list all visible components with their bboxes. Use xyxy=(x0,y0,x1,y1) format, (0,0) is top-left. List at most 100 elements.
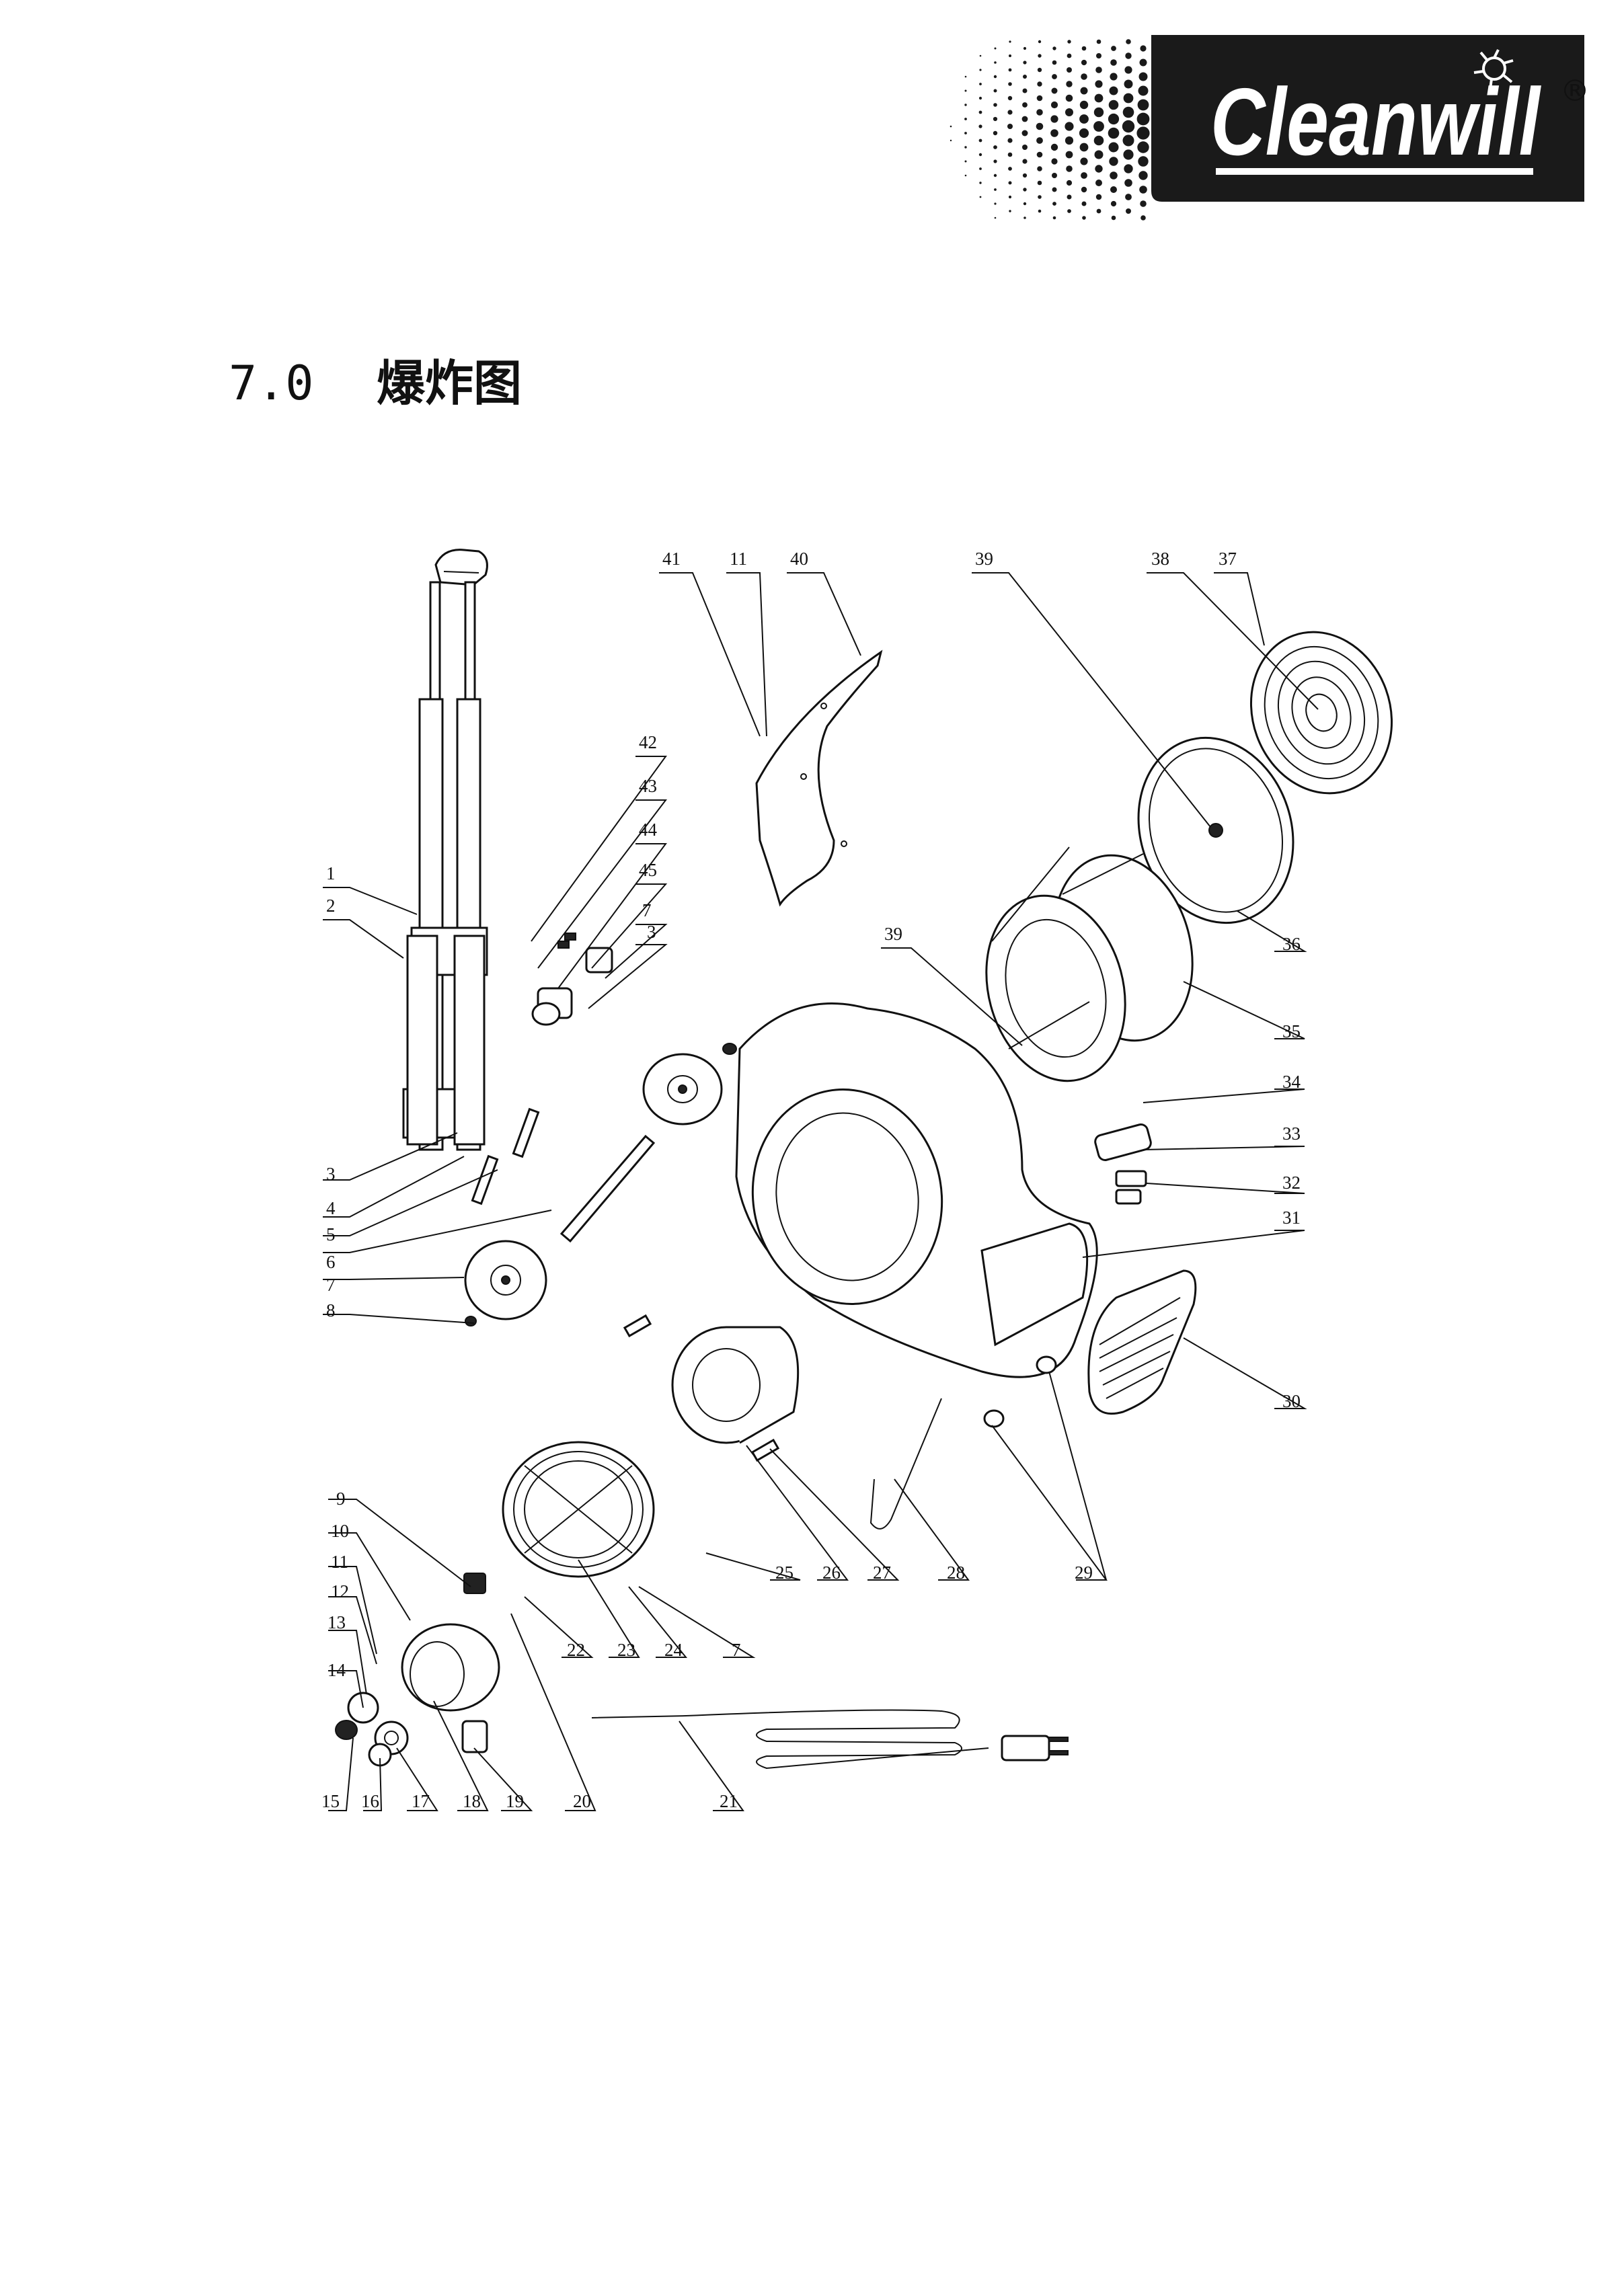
halftone-dot xyxy=(1009,210,1011,212)
callout-38: 38 xyxy=(1151,549,1169,569)
halftone-dot xyxy=(1110,59,1117,66)
halftone-dot xyxy=(1108,113,1120,125)
halftone-dot xyxy=(1038,209,1042,213)
callout-7: 7 xyxy=(642,900,652,920)
callout-39: 39 xyxy=(884,924,902,944)
halftone-dot xyxy=(964,174,967,177)
halftone-dot xyxy=(1079,143,1089,152)
halftone-dot xyxy=(1081,73,1087,80)
halftone-dot xyxy=(1124,179,1132,187)
halftone-dot xyxy=(1095,180,1102,186)
halftone-dot xyxy=(1067,40,1071,44)
halftone-dot xyxy=(1093,135,1104,146)
halftone-dot xyxy=(1081,46,1087,51)
caster-brackets xyxy=(531,933,613,1026)
halftone-dot xyxy=(1122,106,1134,118)
halftone-dot xyxy=(964,75,967,78)
halftone-dot xyxy=(1052,60,1057,65)
halftone-dot xyxy=(1110,73,1118,81)
brand-bar xyxy=(1151,35,1584,202)
callout-43: 43 xyxy=(639,776,657,796)
callout-11: 11 xyxy=(730,549,747,569)
halftone-dot xyxy=(1124,164,1133,173)
halftone-dot xyxy=(1067,194,1072,200)
callout-3: 3 xyxy=(326,1164,336,1184)
halftone-dot xyxy=(1050,115,1058,123)
halftone-dot xyxy=(994,47,997,50)
callout-18: 18 xyxy=(463,1791,481,1811)
halftone-dot xyxy=(1052,74,1057,79)
halftone-dot xyxy=(1008,195,1012,199)
halftone-dot xyxy=(1140,200,1147,207)
halftone-dot xyxy=(1110,186,1117,193)
callout-29: 29 xyxy=(1075,1562,1093,1583)
callout-34: 34 xyxy=(1282,1072,1301,1092)
halftone-dot xyxy=(1079,114,1089,124)
halftone-dot xyxy=(1051,158,1058,165)
halftone-dot xyxy=(1023,188,1027,192)
halftone-dot xyxy=(1066,180,1073,186)
halftone-dot xyxy=(1009,40,1011,43)
halftone-dot xyxy=(964,104,967,106)
halftone-dot xyxy=(979,54,982,57)
halftone-dot xyxy=(1021,130,1028,136)
halftone-dot xyxy=(1095,80,1103,88)
halftone-dot xyxy=(1037,67,1042,73)
halftone-dot xyxy=(993,159,997,163)
halftone-dot xyxy=(1079,100,1089,110)
halftone-dot xyxy=(1081,186,1087,193)
halftone-dot xyxy=(1065,136,1074,145)
halftone-dot xyxy=(1067,53,1072,58)
halftone-dot xyxy=(1036,95,1043,102)
halftone-dot xyxy=(1022,145,1028,150)
halftone-dot xyxy=(1095,165,1103,173)
callout-1: 1 xyxy=(326,863,336,883)
halftone-dot xyxy=(993,89,997,93)
halftone-dot xyxy=(1081,201,1087,206)
callout-16: 16 xyxy=(361,1791,379,1811)
halftone-dot xyxy=(1023,75,1027,79)
halftone-dot xyxy=(1007,152,1013,157)
wheels-and-axle xyxy=(464,1043,737,1327)
halftone-dot xyxy=(1038,40,1042,44)
halftone-dot xyxy=(1080,157,1088,165)
callout-42: 42 xyxy=(639,732,657,752)
callout-14: 14 xyxy=(327,1660,346,1680)
callout-20: 20 xyxy=(573,1791,591,1811)
halftone-dot xyxy=(1123,93,1134,104)
callout-21: 21 xyxy=(720,1791,738,1811)
callout-8: 8 xyxy=(326,1300,336,1320)
halftone-dot xyxy=(1007,95,1013,101)
halftone-dot xyxy=(1065,108,1073,116)
callout-9: 9 xyxy=(336,1489,346,1509)
telescoping-handle xyxy=(402,549,488,1151)
halftone-dot xyxy=(994,61,997,64)
halftone-dot xyxy=(978,138,982,143)
brand-underline xyxy=(1216,168,1533,175)
halftone-dot xyxy=(1108,142,1119,153)
halftone-dot xyxy=(1050,143,1058,151)
halftone-dot xyxy=(1052,173,1057,178)
halftone-dots xyxy=(950,39,1150,221)
halftone-dot xyxy=(1038,195,1042,199)
halftone-dot xyxy=(979,83,982,85)
halftone-dot xyxy=(1037,180,1042,186)
deflector-plate xyxy=(755,649,883,907)
halftone-dot xyxy=(1111,46,1116,51)
halftone-dot xyxy=(1023,61,1027,65)
callout-5: 5 xyxy=(326,1224,336,1244)
halftone-dot xyxy=(1138,156,1149,167)
callout-11: 11 xyxy=(331,1552,348,1572)
callout-37: 37 xyxy=(1219,549,1237,569)
halftone-dot xyxy=(993,75,997,79)
callout-4: 4 xyxy=(326,1198,336,1218)
halftone-dot xyxy=(994,202,997,205)
callout-36: 36 xyxy=(1282,934,1301,954)
halftone-dot xyxy=(1138,171,1148,180)
callout-24: 24 xyxy=(664,1640,683,1660)
callout-23: 23 xyxy=(617,1640,635,1660)
switch-box xyxy=(335,1573,500,1767)
halftone-dot xyxy=(1052,187,1057,192)
halftone-dot xyxy=(1122,120,1135,133)
